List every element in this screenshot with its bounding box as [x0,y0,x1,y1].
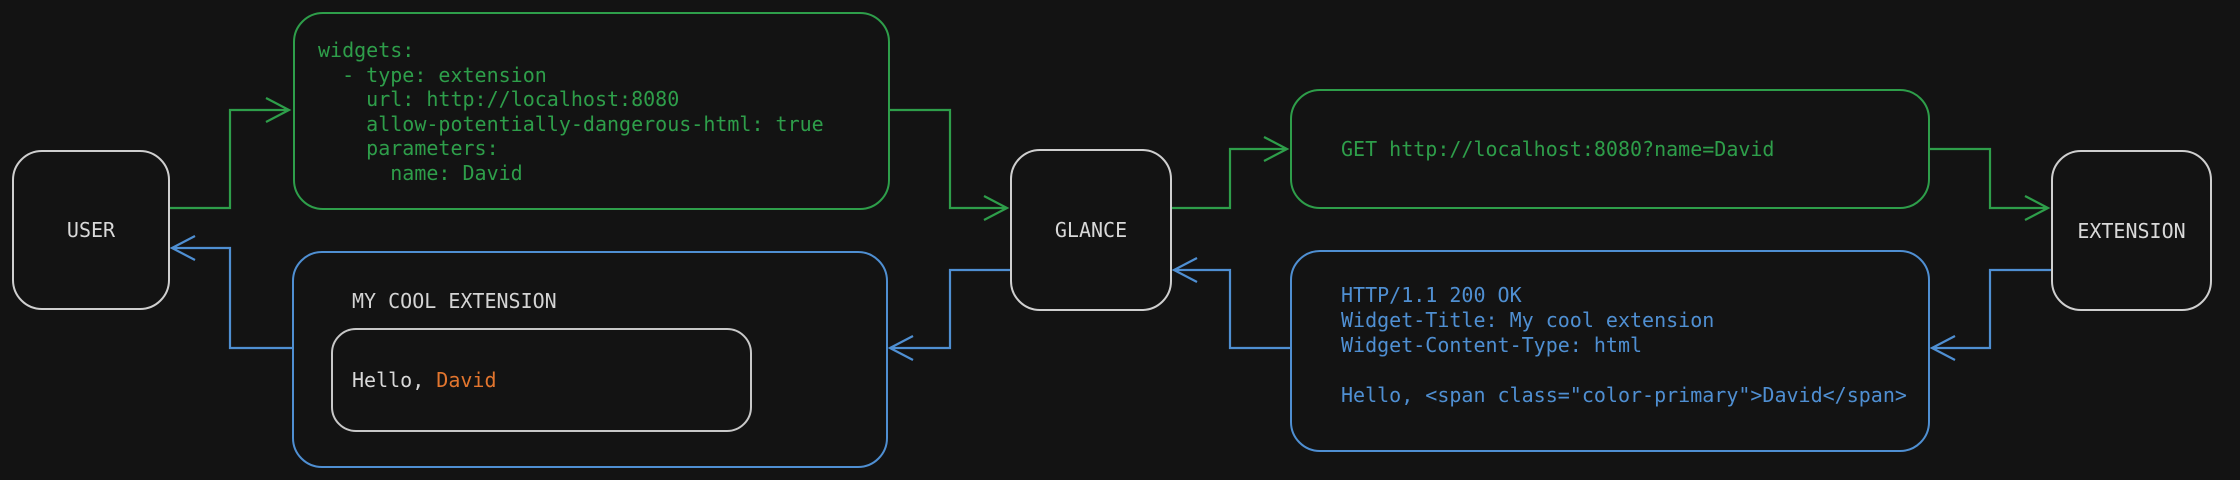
edge-user-to-config [170,97,292,210]
node-extension-label: EXTENSION [2077,218,2186,243]
node-user: USER [12,150,170,310]
edge-response-to-glance [1171,257,1290,350]
widget-preview-box: MY COOL EXTENSION Hello, David [292,251,888,468]
http-request-text: GET http://localhost:8080?name=David [1341,136,1775,161]
node-glance-label: GLANCE [1054,218,1128,242]
edge-glance-to-widget [887,268,1010,361]
widget-greeting-box: Hello, David [331,328,752,432]
config-yaml-code: widgets: - type: extension url: http://l… [318,38,824,185]
edge-widget-to-user [169,235,292,350]
widget-title: MY COOL EXTENSION [352,289,557,313]
greeting-name: David [436,368,497,392]
config-yaml-box: widgets: - type: extension url: http://l… [293,12,890,210]
node-user-label: USER [66,218,116,242]
http-response-box: HTTP/1.1 200 OK Widget-Title: My cool ex… [1290,250,1930,452]
http-request-box: GET http://localhost:8080?name=David [1290,89,1930,209]
greeting-prefix: Hello, [352,368,437,392]
edge-extension-to-response [1929,268,2051,361]
node-extension: EXTENSION [2051,150,2212,311]
node-glance: GLANCE [1010,149,1172,311]
edge-request-to-extension [1930,147,2051,221]
http-response-text: HTTP/1.1 200 OK Widget-Title: My cool ex… [1341,283,1907,407]
edge-glance-to-request [1172,136,1290,210]
edge-config-to-glance [890,108,1010,221]
